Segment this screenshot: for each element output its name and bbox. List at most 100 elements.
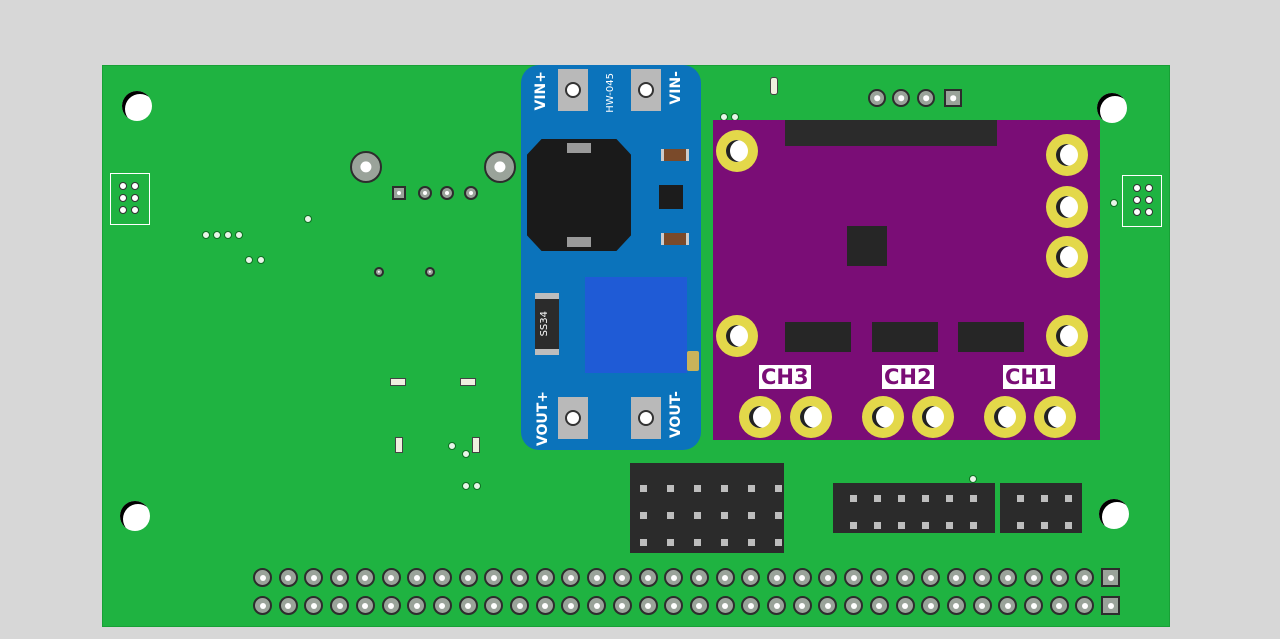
header-pin (741, 596, 761, 615)
header-pin (1101, 568, 1121, 587)
inductor (527, 139, 631, 251)
header-pin (998, 596, 1018, 615)
header-pin (510, 596, 529, 615)
header-pin (689, 596, 709, 615)
header-pin (664, 596, 684, 615)
side-pad (1046, 186, 1088, 228)
boost-converter-module: VIN+ VIN- VOUT+ VOUT- HW-045 SS34 (521, 65, 701, 450)
pad-square (944, 89, 962, 107)
connector-pin (748, 512, 755, 519)
smd-resistor (390, 378, 406, 386)
header-pin (381, 596, 401, 615)
header-pin (253, 568, 272, 587)
header-pin (972, 596, 992, 615)
terminal-vout-minus (631, 397, 661, 439)
header-pin (330, 568, 350, 587)
connector-pin (721, 485, 728, 492)
ch2-pad (912, 396, 954, 438)
corner-pad (716, 130, 758, 172)
connector-pin (640, 512, 647, 519)
header-pin (510, 568, 529, 587)
connector-pin (694, 512, 701, 519)
pad-small (374, 267, 384, 277)
mounting-hole-top-right (1097, 93, 1127, 123)
connector-pin (748, 485, 755, 492)
via (473, 482, 481, 490)
header-pin (458, 596, 478, 615)
terminal-vout-plus (558, 397, 588, 439)
label-vout-plus: VOUT+ (535, 391, 551, 447)
connector-pin (850, 522, 857, 529)
via (1110, 199, 1118, 207)
ch3-pad (790, 396, 832, 438)
header-pin (921, 568, 941, 587)
connector-pin (970, 522, 977, 529)
label-vout-minus: VOUT- (668, 391, 684, 439)
header-pin (561, 596, 581, 615)
header-pin (767, 568, 786, 587)
header-pin (535, 568, 555, 587)
pin-header-center (833, 483, 995, 533)
connector-pin (850, 495, 857, 502)
header-pin (278, 568, 298, 587)
via (224, 231, 232, 239)
smd-led (472, 437, 480, 453)
connector-pin (640, 485, 647, 492)
header-pin (1075, 596, 1095, 615)
channel-ic-ch2 (872, 322, 938, 352)
header-pin (818, 568, 838, 587)
header-pin (664, 568, 684, 587)
label-vin-plus: VIN+ (533, 71, 549, 111)
header-pin (844, 568, 864, 587)
header-pin (1024, 596, 1043, 615)
connector-pin (970, 495, 977, 502)
header-pin (895, 568, 915, 587)
header-pin (587, 568, 607, 587)
connector-pin (898, 522, 905, 529)
via (202, 231, 210, 239)
header-pin (330, 596, 350, 615)
header-pin (689, 568, 709, 587)
large-pad-left (350, 151, 382, 183)
connector-pin (874, 522, 881, 529)
terminal-vin-minus (631, 69, 661, 111)
right-connector-footprint (1122, 175, 1162, 227)
header-pin (381, 568, 401, 587)
ch1-pad (984, 396, 1026, 438)
header-pin (1024, 568, 1043, 587)
via (462, 482, 470, 490)
left-connector-footprint (110, 173, 150, 225)
connector-pin (1017, 495, 1024, 502)
via (235, 231, 243, 239)
header-pin (253, 596, 272, 615)
header-pin (638, 568, 658, 587)
pin-header-left (630, 463, 784, 553)
label-vin-minus: VIN- (668, 71, 684, 105)
header-pin (561, 568, 581, 587)
header-pin (355, 596, 375, 615)
connector-pin (1065, 495, 1072, 502)
header-pin (484, 568, 504, 587)
diode: SS34 (535, 293, 559, 355)
smd-capacitor (661, 233, 689, 245)
connector-pin (721, 539, 728, 546)
header-pin (1049, 596, 1069, 615)
side-pad (1046, 236, 1088, 278)
smd-led (395, 437, 403, 453)
header-pin (921, 596, 941, 615)
connector-pin (748, 539, 755, 546)
connector-pin (1041, 522, 1048, 529)
via (969, 475, 977, 483)
header-pin (946, 596, 966, 615)
pad (464, 186, 478, 200)
via (462, 450, 470, 458)
mounting-hole-bottom-left (120, 501, 150, 531)
header-pin (1075, 568, 1095, 587)
header-pin (998, 568, 1018, 587)
header-pin (1101, 596, 1121, 615)
diode-label: SS34 (539, 311, 550, 337)
header-pin (895, 596, 915, 615)
header-pin (355, 568, 375, 587)
label-ch1: CH1 (1003, 365, 1055, 389)
channel-ic-ch3 (785, 322, 851, 352)
